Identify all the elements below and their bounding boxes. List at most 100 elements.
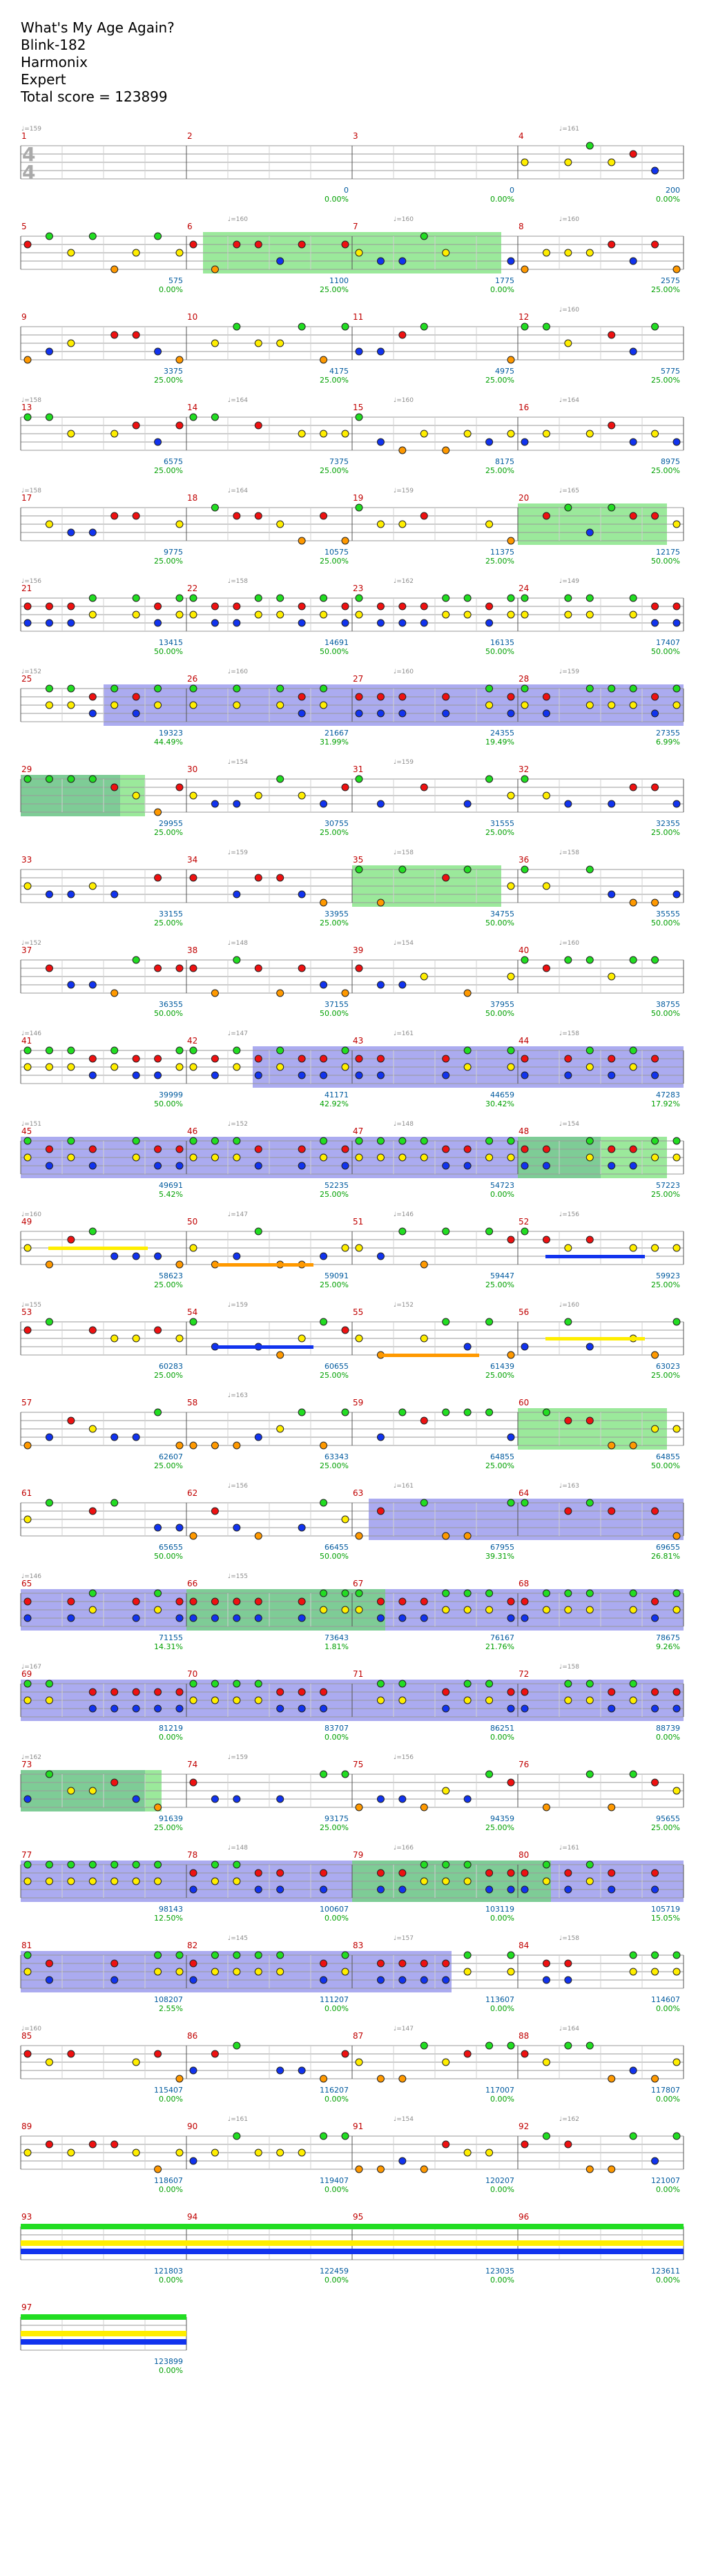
note-gem bbox=[175, 356, 184, 364]
measure-number: 26 bbox=[187, 674, 197, 684]
measure-score: 17407 bbox=[656, 638, 680, 647]
note-gem bbox=[132, 331, 140, 339]
note-gem bbox=[442, 1976, 450, 1984]
note-gem bbox=[254, 611, 262, 619]
measure-score: 117007 bbox=[485, 2086, 514, 2095]
note-gem bbox=[189, 2066, 197, 2075]
note-gem bbox=[276, 701, 284, 709]
measure-score: 94359 bbox=[490, 1814, 514, 1823]
note-gem bbox=[23, 1951, 32, 1959]
note-gem bbox=[110, 684, 119, 693]
note-gem bbox=[564, 2140, 572, 2149]
note-gem bbox=[341, 602, 349, 611]
note-gem bbox=[298, 709, 306, 718]
note-gem bbox=[442, 1877, 450, 1885]
star-power-percent: 25.00% bbox=[651, 376, 680, 385]
note-gem bbox=[254, 791, 262, 800]
tempo-marker: ♩=152 bbox=[21, 940, 41, 947]
note-gem bbox=[564, 249, 572, 257]
star-power-percent: 25.00% bbox=[320, 285, 349, 294]
note-gem bbox=[175, 783, 184, 791]
star-power-percent: 0.00% bbox=[490, 2185, 514, 2194]
measure-score: 33955 bbox=[325, 910, 349, 919]
note-gem bbox=[398, 1959, 407, 1968]
star-power-percent: 0.00% bbox=[325, 2004, 349, 2013]
note-gem bbox=[189, 1137, 197, 1145]
note-gem bbox=[672, 1787, 681, 1795]
measure-score: 122459 bbox=[320, 2267, 349, 2276]
note-gem bbox=[298, 240, 306, 249]
note-gem bbox=[485, 1770, 494, 1778]
note-gem bbox=[672, 520, 681, 528]
star-power-percent: 25.00% bbox=[651, 828, 680, 837]
note-gem bbox=[154, 347, 162, 356]
note-gem bbox=[132, 1614, 140, 1622]
note-gem bbox=[341, 1515, 349, 1524]
note-gem bbox=[651, 602, 659, 611]
note-gem bbox=[376, 1696, 385, 1704]
note-gem bbox=[254, 1071, 262, 1079]
measure-score: 121803 bbox=[154, 2267, 183, 2276]
note-gem bbox=[585, 594, 594, 602]
note-gem bbox=[376, 800, 385, 808]
note-gem bbox=[233, 323, 241, 331]
note-gem bbox=[276, 1795, 284, 1803]
measure-score: 6575 bbox=[164, 457, 183, 466]
note-gem bbox=[67, 684, 75, 693]
note-gem bbox=[341, 1145, 349, 1153]
note-gem bbox=[564, 1606, 572, 1614]
note-gem bbox=[233, 1696, 241, 1704]
note-gem bbox=[507, 611, 515, 619]
note-gem bbox=[651, 323, 659, 331]
measure-score: 73643 bbox=[325, 1633, 349, 1642]
note-gem bbox=[442, 693, 450, 701]
note-gem bbox=[463, 1046, 472, 1055]
star-power-percent: 0.00% bbox=[159, 285, 183, 294]
tempo-marker: ♩=148 bbox=[228, 1845, 248, 1852]
measure-score: 8175 bbox=[495, 457, 514, 466]
note-gem bbox=[542, 1861, 550, 1869]
note-gem bbox=[175, 1334, 184, 1343]
note-gem bbox=[189, 1778, 197, 1787]
note-gem bbox=[132, 611, 140, 619]
measure-number: 5 bbox=[21, 222, 27, 231]
note-gem bbox=[67, 619, 75, 627]
note-gem bbox=[298, 1162, 306, 1170]
note-gem bbox=[175, 1968, 184, 1976]
tempo-marker: ♩=147 bbox=[394, 2026, 414, 2032]
measure-number: 82 bbox=[187, 1941, 197, 1950]
tempo-marker: ♩=158 bbox=[559, 1664, 579, 1671]
note-gem bbox=[507, 1688, 515, 1696]
note-gem bbox=[672, 701, 681, 709]
note-gem bbox=[233, 800, 241, 808]
tempo-marker: ♩=163 bbox=[228, 1392, 248, 1399]
note-gem bbox=[485, 1153, 494, 1162]
note-gem bbox=[672, 1318, 681, 1326]
tempo-marker: ♩=161 bbox=[559, 126, 579, 133]
note-gem bbox=[233, 1968, 241, 1976]
note-gem bbox=[507, 1778, 515, 1787]
note-gem bbox=[211, 265, 219, 273]
star-power-percent: 50.00% bbox=[651, 647, 680, 656]
note-gem bbox=[341, 2050, 349, 2058]
note-gem bbox=[629, 347, 637, 356]
measure-number: 23 bbox=[353, 584, 363, 593]
note-gem bbox=[298, 1334, 306, 1343]
measure-number: 21 bbox=[21, 584, 32, 593]
tempo-marker: ♩=163 bbox=[559, 1483, 579, 1490]
note-gem bbox=[298, 693, 306, 701]
note-gem bbox=[175, 1614, 184, 1622]
note-gem bbox=[507, 1614, 515, 1622]
note-gem bbox=[542, 882, 550, 890]
note-gem bbox=[189, 874, 197, 882]
star-power-percent: 0.00% bbox=[490, 1914, 514, 1923]
tempo-marker: ♩=160 bbox=[21, 1211, 41, 1218]
note-gem bbox=[154, 1589, 162, 1597]
measure-number: 41 bbox=[21, 1036, 32, 1046]
note-gem bbox=[376, 1252, 385, 1260]
note-gem bbox=[442, 1606, 450, 1614]
note-gem bbox=[585, 611, 594, 619]
note-gem bbox=[154, 1055, 162, 1063]
tempo-marker: ♩=152 bbox=[21, 669, 41, 675]
note-gem bbox=[376, 1614, 385, 1622]
